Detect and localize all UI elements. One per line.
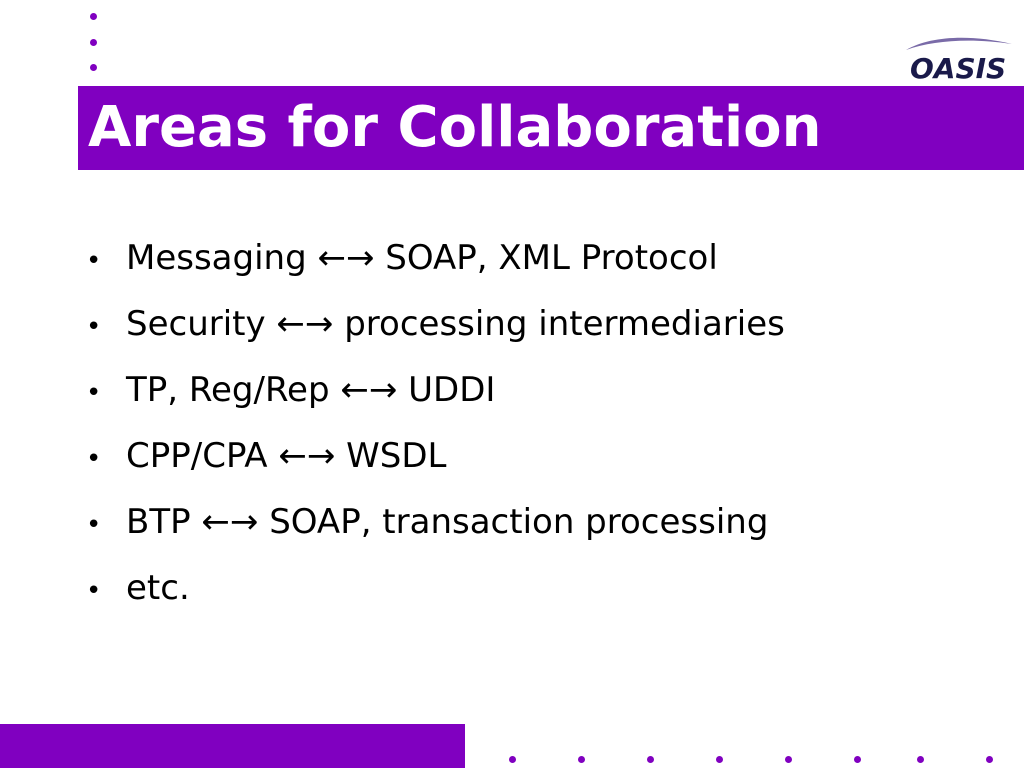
bullet-marker: • xyxy=(86,312,102,342)
bullet-marker: • xyxy=(86,444,102,474)
bullet-text: Messaging ←→ SOAP, XML Protocol xyxy=(126,238,718,278)
decorative-dot xyxy=(917,756,924,763)
bullet-text: BTP ←→ SOAP, transaction processing xyxy=(126,502,769,542)
bullet-text: Security ←→ processing intermediaries xyxy=(126,304,785,344)
list-item: • TP, Reg/Rep ←→ UDDI xyxy=(86,360,785,426)
decorative-dot xyxy=(854,756,861,763)
decorative-dot xyxy=(90,13,97,20)
decorative-dot xyxy=(986,756,993,763)
bullet-marker: • xyxy=(86,576,102,606)
list-item: • Messaging ←→ SOAP, XML Protocol xyxy=(86,228,785,294)
logo-text: OASIS xyxy=(910,52,1006,84)
slide-title: Areas for Collaboration xyxy=(88,95,822,160)
bullet-text: CPP/CPA ←→ WSDL xyxy=(126,436,447,476)
decorative-dot xyxy=(785,756,792,763)
bullet-marker: • xyxy=(86,246,102,276)
oasis-logo: OASIS xyxy=(906,37,1012,84)
list-item: • CPP/CPA ←→ WSDL xyxy=(86,426,785,492)
decorative-dot xyxy=(716,756,723,763)
bullet-marker: • xyxy=(86,510,102,540)
bullet-text: etc. xyxy=(126,568,190,608)
decorative-dot xyxy=(509,756,516,763)
decorative-dot xyxy=(90,39,97,46)
title-bar: Areas for Collaboration xyxy=(78,86,1024,170)
list-item: • BTP ←→ SOAP, transaction processing xyxy=(86,492,785,558)
decorative-dot xyxy=(90,64,97,71)
bullet-text: TP, Reg/Rep ←→ UDDI xyxy=(126,370,496,410)
bullet-marker: • xyxy=(86,378,102,408)
logo-swoosh xyxy=(906,37,1012,50)
bullet-list: • Messaging ←→ SOAP, XML Protocol • Secu… xyxy=(86,228,785,624)
list-item: • etc. xyxy=(86,558,785,624)
decorative-dot xyxy=(578,756,585,763)
footer-bar xyxy=(0,724,465,768)
list-item: • Security ←→ processing intermediaries xyxy=(86,294,785,360)
decorative-dot xyxy=(647,756,654,763)
